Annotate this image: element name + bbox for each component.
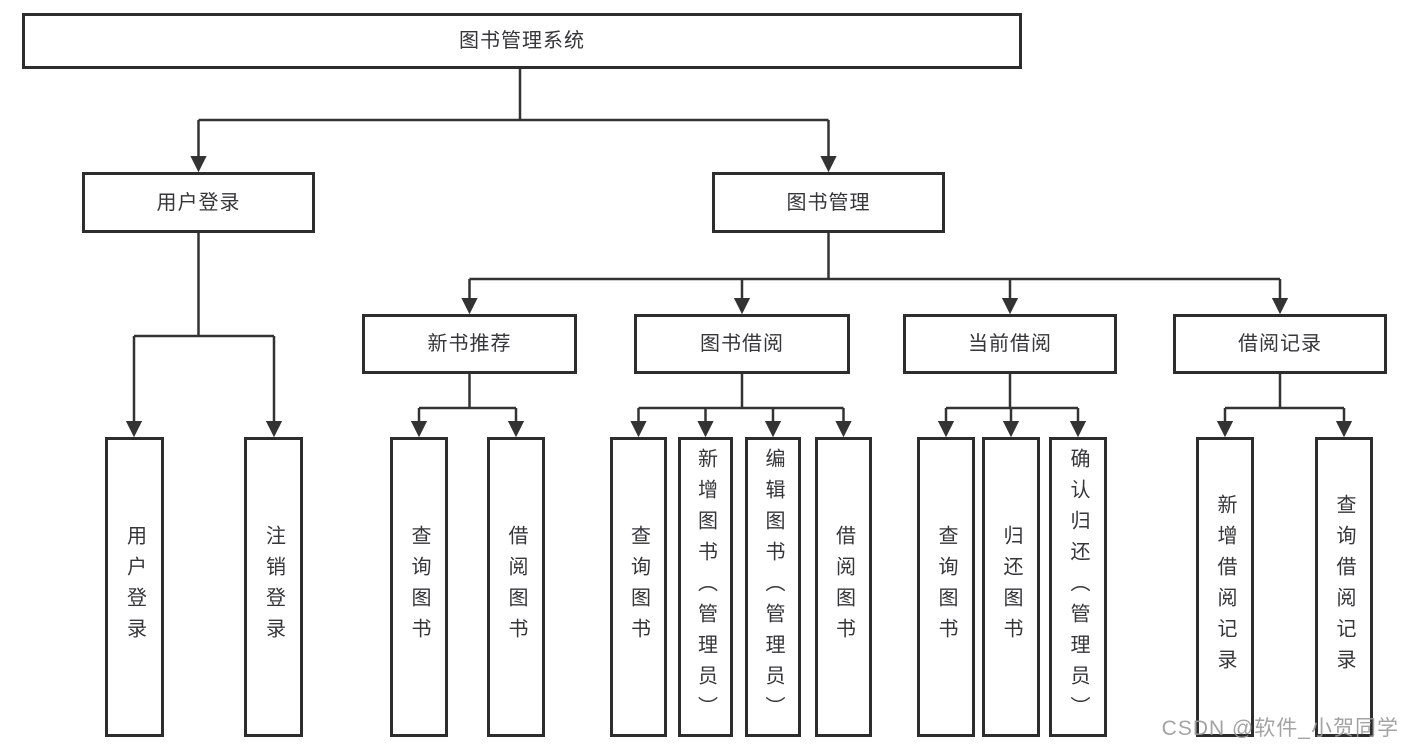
node-borrowing-records: 借阅记录: [1173, 314, 1387, 374]
leaf-add-borrow-record: 新增借阅记录: [1196, 437, 1254, 737]
node-new-book-recommend: 新书推荐: [362, 314, 577, 374]
leaf-borrow-books-recommend: 借阅图书: [487, 437, 545, 737]
node-current-borrowing: 当前借阅: [903, 314, 1117, 374]
csdn-watermark: CSDN @软件_小贺同学: [1161, 717, 1399, 740]
leaf-query-books-borrow: 查询图书: [610, 437, 667, 737]
leaf-logout: 注销登录: [244, 437, 303, 737]
node-book-borrowing: 图书借阅: [634, 314, 850, 374]
leaf-borrow-books: 借阅图书: [815, 437, 872, 737]
leaf-edit-books-admin: 编辑图书（管理员）: [745, 437, 801, 737]
leaf-query-borrow-record: 查询借阅记录: [1315, 437, 1373, 737]
node-book-management: 图书管理: [712, 172, 945, 233]
leaf-query-books-current: 查询图书: [917, 437, 975, 737]
leaf-confirm-return-admin: 确认归还（管理员）: [1049, 437, 1107, 737]
node-user-login: 用户登录: [82, 172, 315, 233]
leaf-return-books: 归还图书: [982, 437, 1040, 737]
node-library-management-system: 图书管理系统: [22, 13, 1022, 69]
leaf-user-login: 用户登录: [105, 437, 164, 737]
leaf-add-books-admin: 新增图书（管理员）: [678, 437, 733, 737]
leaf-query-books-recommend: 查询图书: [390, 437, 448, 737]
